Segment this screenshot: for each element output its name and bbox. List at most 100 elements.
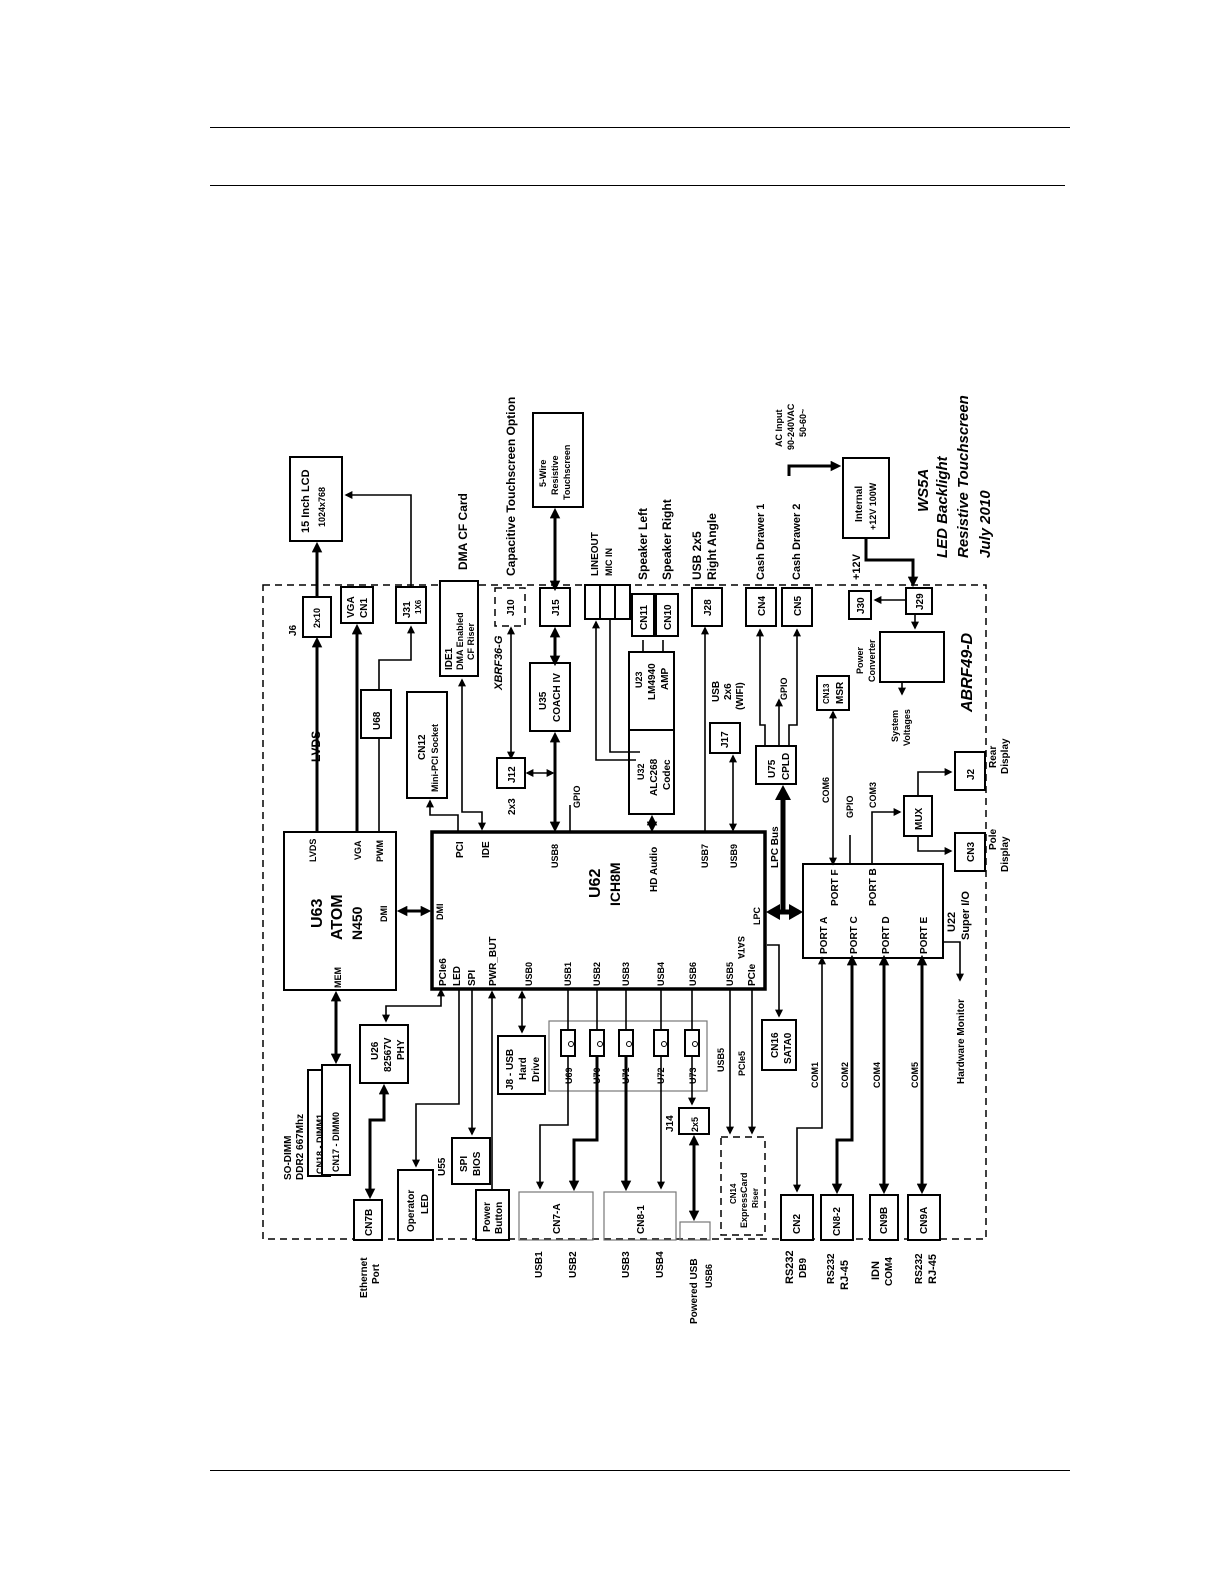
- j15-box: [539, 587, 571, 627]
- power-converter-box: [879, 631, 945, 683]
- u62-ide-pin: IDE: [481, 841, 492, 858]
- internal-label: Internal: [854, 486, 865, 522]
- cn5-box: [781, 587, 813, 627]
- system-voltages-label-1: System: [890, 710, 900, 742]
- u63-mem-pin: MEM: [333, 967, 343, 988]
- cn7a-label: CN7-A: [552, 1203, 563, 1234]
- sata0-label: SATA0: [783, 1032, 794, 1064]
- ac-voltage-label: 90-240VAC: [786, 403, 796, 450]
- power-supply-box: [842, 457, 890, 539]
- cn82-box: [820, 1194, 854, 1241]
- u63-label: U63: [309, 899, 326, 928]
- audio-jack-1: [584, 584, 601, 620]
- top-rule-1: [210, 127, 1070, 128]
- lcd-box: [289, 456, 343, 542]
- lcd-res-label: 1024x768: [317, 487, 327, 527]
- ide1-label: IDE1: [444, 647, 455, 670]
- operator-led-label: LED: [420, 1194, 431, 1214]
- usb-2x6-label-1: USB: [711, 681, 722, 702]
- internal-12v-label: +12V 100W: [868, 482, 878, 530]
- cap-touch-label: Capacitive Touchscreen Option: [504, 397, 518, 576]
- diagram-labels: 15 Inch LCD 1024x768 DMA CF Card Capacit…: [283, 395, 1011, 1324]
- dma-enabled-label: DMA Enabled: [455, 612, 465, 670]
- u35-box: [529, 662, 571, 732]
- j8-label: J8 - USB: [505, 1049, 516, 1090]
- com4-label: COM4: [872, 1062, 882, 1088]
- u62-label: U62: [587, 869, 604, 898]
- pcie5-label: PCIe5: [737, 1051, 747, 1076]
- five-wire-box: [532, 412, 584, 508]
- j17-label: J17: [720, 731, 731, 748]
- j15-label: J15: [551, 599, 562, 616]
- speaker-left-label: Speaker Left: [636, 508, 650, 580]
- rear-display-label-2: Display: [1000, 738, 1011, 774]
- j17-box: [709, 722, 741, 754]
- cash-drawer-2-label: Cash Drawer 2: [791, 504, 803, 580]
- u32-label: U32: [636, 763, 646, 780]
- idn-com4-label: COM4: [884, 1257, 895, 1286]
- cn3-label: CN3: [966, 842, 977, 862]
- mini-pci-label: Mini-PCI Socket: [430, 724, 440, 792]
- com1-label: COM1: [810, 1062, 820, 1088]
- u35-label: U35: [538, 691, 549, 710]
- cn4-box: [745, 587, 777, 627]
- cn1-box: [340, 586, 374, 624]
- resistive-touchscreen-label: Resistive Touchscreen: [955, 395, 972, 558]
- u62-usb8-pin: USB8: [550, 844, 560, 868]
- u62-usb1-pin: USB1: [563, 962, 573, 986]
- cn5-label: CN5: [793, 596, 804, 616]
- n450-label: N450: [349, 906, 365, 940]
- lm4940-label: LM4940: [647, 663, 658, 700]
- u73-label: U73: [688, 1067, 698, 1084]
- u75-box: [755, 745, 797, 785]
- cn16-label: CN16: [770, 1032, 781, 1058]
- usb-2x6-label-2: 2x6: [723, 683, 734, 700]
- u62-usb4-pin: USB4: [656, 962, 666, 986]
- j10-label: J10: [506, 599, 517, 616]
- rear-display-label-1: Rear: [988, 746, 999, 768]
- u62-pci-pin: PCI: [455, 841, 466, 858]
- cn14-box: [720, 1136, 766, 1236]
- mux-label: MUX: [914, 807, 925, 830]
- expresscard-riser-label: Riser: [751, 1188, 760, 1208]
- ac-input-label: AC Input: [774, 410, 784, 448]
- u69-label: U69: [564, 1067, 574, 1084]
- usb-2x6-label-3: (WIFI): [735, 682, 746, 710]
- u22-label: U22: [946, 912, 958, 932]
- expresscard-label: ExpressCard: [739, 1172, 749, 1228]
- cn12-box: [406, 691, 448, 799]
- j30-box: [848, 590, 872, 620]
- u62-usb3-pin: USB3: [621, 962, 631, 986]
- u70-label: U70: [592, 1067, 602, 1084]
- cpld-gpio-label: GPIO: [779, 677, 789, 700]
- j2-box: [954, 751, 986, 791]
- operator-led-box: [397, 1169, 434, 1241]
- power-button-label-2: Button: [494, 1202, 505, 1234]
- port-c-label: PORT C: [849, 916, 860, 954]
- j2-label: J2: [966, 768, 977, 780]
- rs232-db9-label-2: DB9: [798, 1258, 809, 1278]
- j12-label: J12: [507, 766, 518, 783]
- cn81-label: CN8-1: [636, 1205, 647, 1234]
- cn81-box: [603, 1191, 677, 1241]
- right-angle-label: Right Angle: [705, 513, 719, 580]
- vga-label: VGA: [346, 596, 357, 618]
- u68-label: U68: [372, 711, 383, 730]
- port-b-label: PORT B: [868, 868, 879, 906]
- atom-label: ATOM: [329, 894, 346, 940]
- sodimm-label: SO-DIMM: [283, 1136, 294, 1180]
- ddr2-label: DDR2 667Mhz: [295, 1114, 306, 1180]
- top-rule-2: [210, 185, 1065, 186]
- u62-lpc-pin: LPC: [752, 906, 762, 925]
- u62-pcie6-pin: PCIe6: [438, 958, 449, 986]
- u62-usb0-pin: USB0: [524, 962, 534, 986]
- power-converter-label-1: Power: [855, 646, 865, 674]
- cn10-label: CN10: [663, 604, 674, 630]
- u75-label: U75: [767, 759, 778, 778]
- pole-display-label-2: Display: [1000, 836, 1011, 872]
- amp-label: AMP: [660, 667, 671, 690]
- abrf-label: ABRF49-D: [959, 632, 976, 713]
- audio-jack-3: [614, 584, 631, 620]
- u62-pcie-pin: PCIe: [747, 963, 758, 986]
